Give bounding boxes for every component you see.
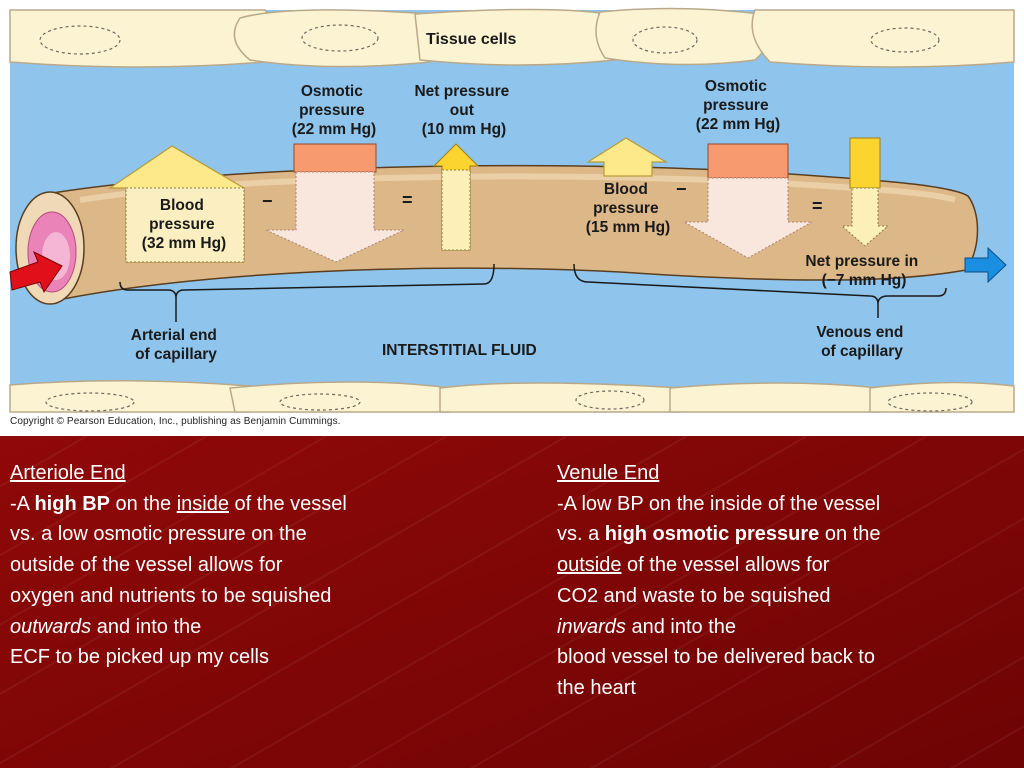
net-pressure-in-label: Net pressure in (−7 mm Hg) [805,253,922,289]
arteriole-line-4: oxygen and nutrients to be squished [10,584,332,607]
arteriole-line-1: -A high BP on the inside of the vessel [10,492,347,515]
tissue-cells-label: Tissue cells [426,31,517,48]
venous-end-brace [573,263,947,318]
tissue-cell [439,382,691,413]
bottom-cell-nuclei [45,390,973,412]
venule-line-5: inwards and into the [557,615,737,638]
osmotic-box-left [293,143,377,173]
tissue-cell [669,382,891,413]
cell-nucleus [301,24,379,52]
equals-sign-right: = [812,196,823,216]
cell-nucleus [39,25,121,55]
tissue-cell [595,7,770,66]
bottom-tissue-cells [9,380,1015,413]
cell-nucleus [279,393,361,411]
venous-end-label: Venous end of capillary [816,324,907,360]
venule-end-text: Venule End -A low BP on the inside of th… [557,458,1012,704]
cell-nucleus [45,392,135,412]
net-pressure-in-arrow [840,187,890,247]
arterial-end-label: Arterial end of capillary [131,327,221,363]
venule-line-4: CO2 and waste to be squished [557,584,831,607]
venule-line-2: vs. a high osmotic pressure on the [557,523,881,546]
arteriole-line-5: outwards and into the [10,615,202,638]
minus-sign-left: − [262,191,273,211]
capillary-diagram: Tissue cells Osmotic [9,7,1015,413]
equals-sign-left: = [402,190,413,210]
blood-pressure-left-label: Blood pressure (32 mm Hg) [142,197,226,252]
blood-inflow-arrow [9,250,63,294]
top-cell-nuclei [39,24,940,55]
cell-nucleus [887,392,973,412]
tissue-cell [869,381,1015,413]
venule-line-7: the heart [557,676,636,699]
blood-pressure-right-label: Blood pressure (15 mm Hg) [586,181,670,236]
tissue-cell [751,9,1015,68]
arteriole-line-6: ECF to be picked up my cells [10,646,269,669]
blood-pressure-arrow-right [585,137,669,177]
osmotic-arrow-left [265,171,405,263]
net-pressure-in-box [849,137,881,189]
capillary-figure: Tissue cells Osmotic [0,0,1024,436]
arteriole-end-heading: Arteriole End [10,462,126,484]
venule-line-3: outside of the vessel allows for [557,554,830,577]
venule-line-1: -A low BP on the inside of the vessel [557,492,881,515]
cell-nucleus [870,27,940,53]
minus-sign-right: − [676,179,687,199]
venule-end-heading: Venule End [557,462,660,484]
cell-nucleus [575,390,645,410]
cell-nucleus [632,26,698,54]
interstitial-fluid-label: INTERSTITIAL FLUID [382,342,537,359]
tissue-cell [9,380,257,413]
osmotic-pressure-left-label: Osmotic pressure (22 mm Hg) [292,83,376,138]
arteriole-line-3: outside of the vessel allows for [10,554,283,577]
blood-outflow-arrow [964,246,1007,284]
arteriole-line-2: vs. a low osmotic pressure on the [10,523,307,546]
blood-pressure-box-left [125,187,245,263]
tissue-cell [229,381,461,413]
arterial-end-brace [119,263,495,322]
osmotic-arrow-right [682,177,814,259]
net-pressure-out-label: Net pressure out (10 mm Hg) [414,83,513,138]
arteriole-end-text: Arteriole End -A high BP on the inside o… [10,458,480,673]
tissue-cell [233,9,451,68]
copyright-notice: Copyright © Pearson Education, Inc., pub… [10,416,341,427]
venule-line-6: blood vessel to be delivered back to [557,646,875,669]
osmotic-box-right [707,143,789,179]
net-pressure-out-shaft [441,169,471,251]
osmotic-pressure-right-label: Osmotic pressure (22 mm Hg) [696,78,780,133]
top-tissue-cells [9,7,1015,68]
